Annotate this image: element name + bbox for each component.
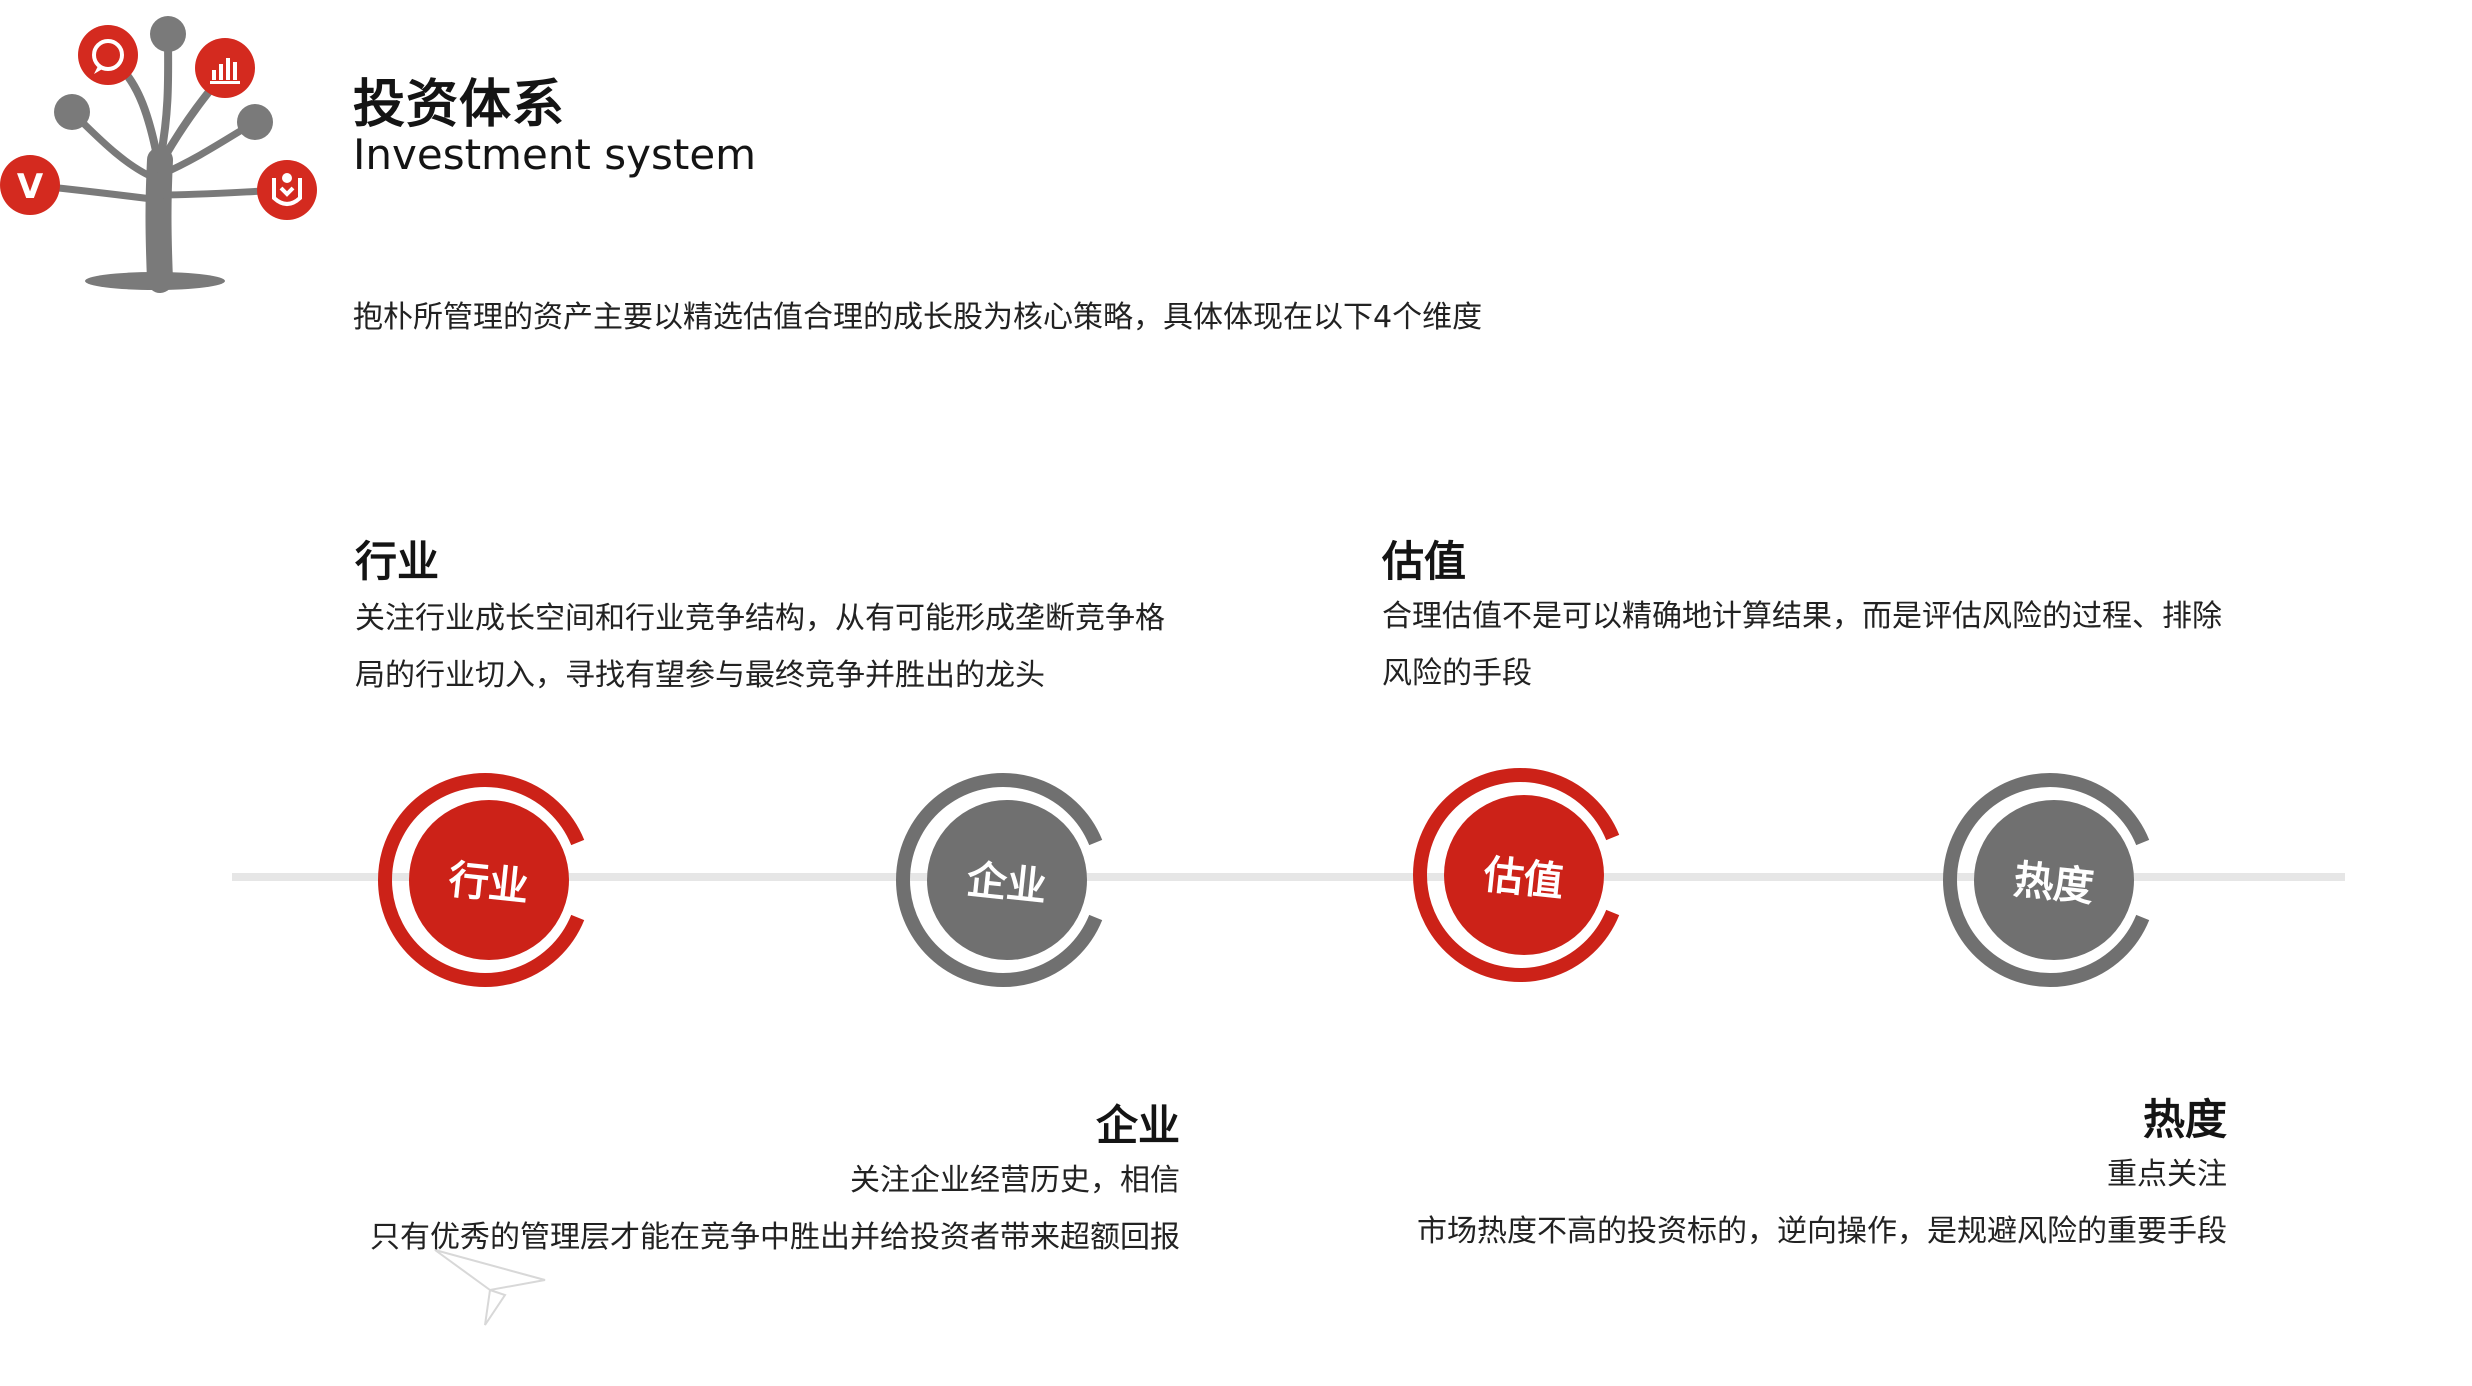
section-line: 关注企业经营历史，相信 (850, 1163, 1180, 1198)
page-title: 投资体系 (353, 75, 566, 135)
section-line: 关注行业成长空间和行业竞争结构，从有可能形成垄断竞争格 (355, 601, 1165, 636)
chart-icon (195, 38, 255, 98)
section-line: 重点关注 (2107, 1157, 2227, 1192)
logo-tree: V (0, 16, 317, 293)
hands-icon (257, 160, 317, 220)
circle-label-heat: 热度 (2011, 856, 2096, 912)
paper-plane-icon (434, 1249, 546, 1326)
circle-label-valuation: 估值 (1481, 851, 1566, 907)
section-enterprise-title: 企业 (1095, 1101, 1180, 1150)
section-line: 风险的手段 (1382, 656, 1532, 691)
page-subtitle: 抱朴所管理的资产主要以精选估值合理的成长股为核心策略，具体体现在以下4个维度 (353, 300, 1483, 335)
section-industry-title: 行业 (355, 537, 440, 586)
section-line: 只有优秀的管理层才能在竞争中胜出并给投资者带来超额回报 (370, 1220, 1180, 1255)
section-industry-body: 关注行业成长空间和行业竞争结构，从有可能形成垄断竞争格 局的行业切入，寻找有望参… (355, 590, 1255, 704)
section-enterprise-body: 关注企业经营历史，相信 只有优秀的管理层才能在竞争中胜出并给投资者带来超额回报 (180, 1152, 1180, 1266)
section-valuation-title: 估值 (1382, 537, 1467, 586)
section-valuation-body: 合理估值不是可以精确地计算结果，而是评估风险的过程、排除 风险的手段 (1382, 588, 2302, 702)
section-line: 局的行业切入，寻找有望参与最终竞争并胜出的龙头 (355, 658, 1045, 693)
svg-text:V: V (17, 167, 44, 207)
section-line: 市场热度不高的投资标的，逆向操作，是规避风险的重要手段 (1417, 1214, 2227, 1249)
v-badge-icon: V (0, 155, 60, 215)
page-title-english: Investment system (353, 130, 757, 179)
chat-icon (78, 25, 138, 85)
circle-label-industry: 行业 (446, 856, 531, 912)
section-heat-body: 重点关注 市场热度不高的投资标的，逆向操作，是规避风险的重要手段 (1227, 1146, 2227, 1260)
section-line: 合理估值不是可以精确地计算结果，而是评估风险的过程、排除 (1382, 599, 2222, 634)
circle-label-enterprise: 企业 (964, 856, 1049, 912)
section-heat-title: 热度 (2142, 1095, 2227, 1144)
